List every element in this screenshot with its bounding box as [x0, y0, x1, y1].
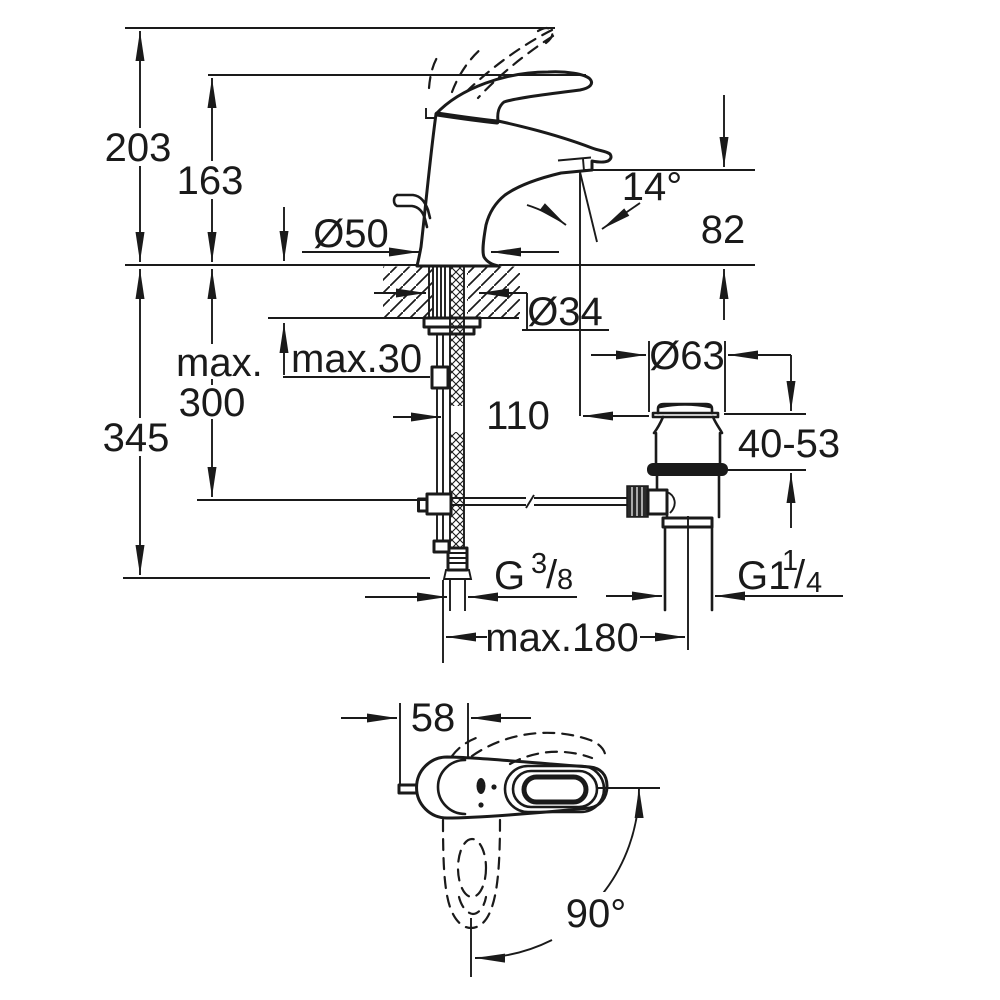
waste-neck	[652, 415, 724, 435]
label-max-rod: max.180	[485, 616, 638, 660]
label-bg	[176, 385, 248, 419]
horizontal-rod	[451, 494, 628, 509]
lever-gap-line	[434, 111, 500, 125]
deck-section	[125, 264, 755, 336]
rod-swivel-joint	[425, 492, 453, 516]
handle-swung-dashed	[450, 731, 607, 766]
popup-hand-lever	[392, 193, 432, 229]
supply-thread-tail	[449, 579, 466, 611]
waste-seal-ring	[647, 463, 728, 476]
label-g114-slash: /	[794, 553, 806, 597]
label-g114-sub: 4	[806, 567, 822, 599]
rod-guide	[430, 365, 450, 390]
label-spout-projection: 110	[486, 394, 550, 438]
label-swivel-angle: 90°	[566, 892, 627, 936]
hose-nut	[442, 546, 473, 580]
angle-leader-14	[601, 202, 641, 230]
deck-hatch-right	[467, 266, 520, 318]
faucet-silhouette	[415, 70, 613, 268]
label-max-word: max.	[176, 341, 263, 385]
label-bg	[103, 128, 173, 166]
label-bg	[558, 892, 636, 934]
faucet-body	[392, 26, 613, 268]
label-waste-range: 40-53	[738, 422, 840, 466]
popup-waste	[626, 402, 728, 650]
cartridge-circle	[436, 758, 467, 816]
bottom-view: 58	[341, 696, 660, 977]
dot-mark	[478, 802, 484, 808]
label-g114-g: G1	[737, 554, 790, 598]
label-g38-slash: /	[546, 553, 558, 597]
arc-90-upper	[599, 787, 644, 898]
side-view	[125, 26, 755, 650]
angle-arc-14	[526, 203, 567, 226]
label-hole-diameter: Ø34	[527, 290, 603, 334]
label-base-diameter: Ø50	[313, 212, 389, 256]
label-g38-g: G	[494, 554, 525, 598]
center-mark	[476, 778, 486, 794]
label-spout-height: 163	[177, 159, 244, 203]
label-waste-flange: Ø63	[649, 334, 725, 378]
label-installation-depth: 345	[103, 416, 170, 460]
label-waste-thread: G1 1 / 4	[737, 545, 822, 599]
dimensions: 203 163 345 max. 300 max.30 Ø50 Ø34 110 …	[101, 27, 843, 663]
label-overall-height: 203	[105, 126, 172, 170]
dot-mark	[491, 784, 497, 790]
flex-hose	[442, 266, 473, 611]
popup-rod-assembly	[417, 334, 628, 554]
label-g38-sub: 8	[557, 564, 573, 596]
label-spout-angle: 14°	[622, 165, 683, 209]
dim-o34-leader	[522, 293, 609, 331]
waste-knob	[626, 485, 676, 518]
label-bg	[175, 161, 245, 199]
deck-hatch-left	[383, 266, 432, 318]
label-handle-offset: 58	[411, 696, 456, 740]
label-outlet-height: 82	[701, 208, 746, 252]
aerator	[557, 156, 592, 162]
swivel-annotation: 90°	[474, 787, 660, 963]
label-supply-thread: G 3 / 8	[494, 548, 573, 598]
waste-tailpipe	[663, 516, 714, 650]
label-max-deck: max.30	[291, 337, 422, 381]
label-bg	[172, 344, 267, 379]
arc-90-lower	[474, 939, 553, 963]
label-g38-sup: 3	[531, 548, 547, 580]
label-hose-length: 300	[179, 381, 246, 425]
water-stream-tilted	[579, 171, 598, 243]
label-g114-sup: 1	[782, 545, 798, 577]
label-bg	[101, 418, 171, 456]
handle-loop	[503, 764, 606, 814]
mounting-shank	[428, 267, 446, 317]
handle-down-dashed	[441, 818, 502, 930]
